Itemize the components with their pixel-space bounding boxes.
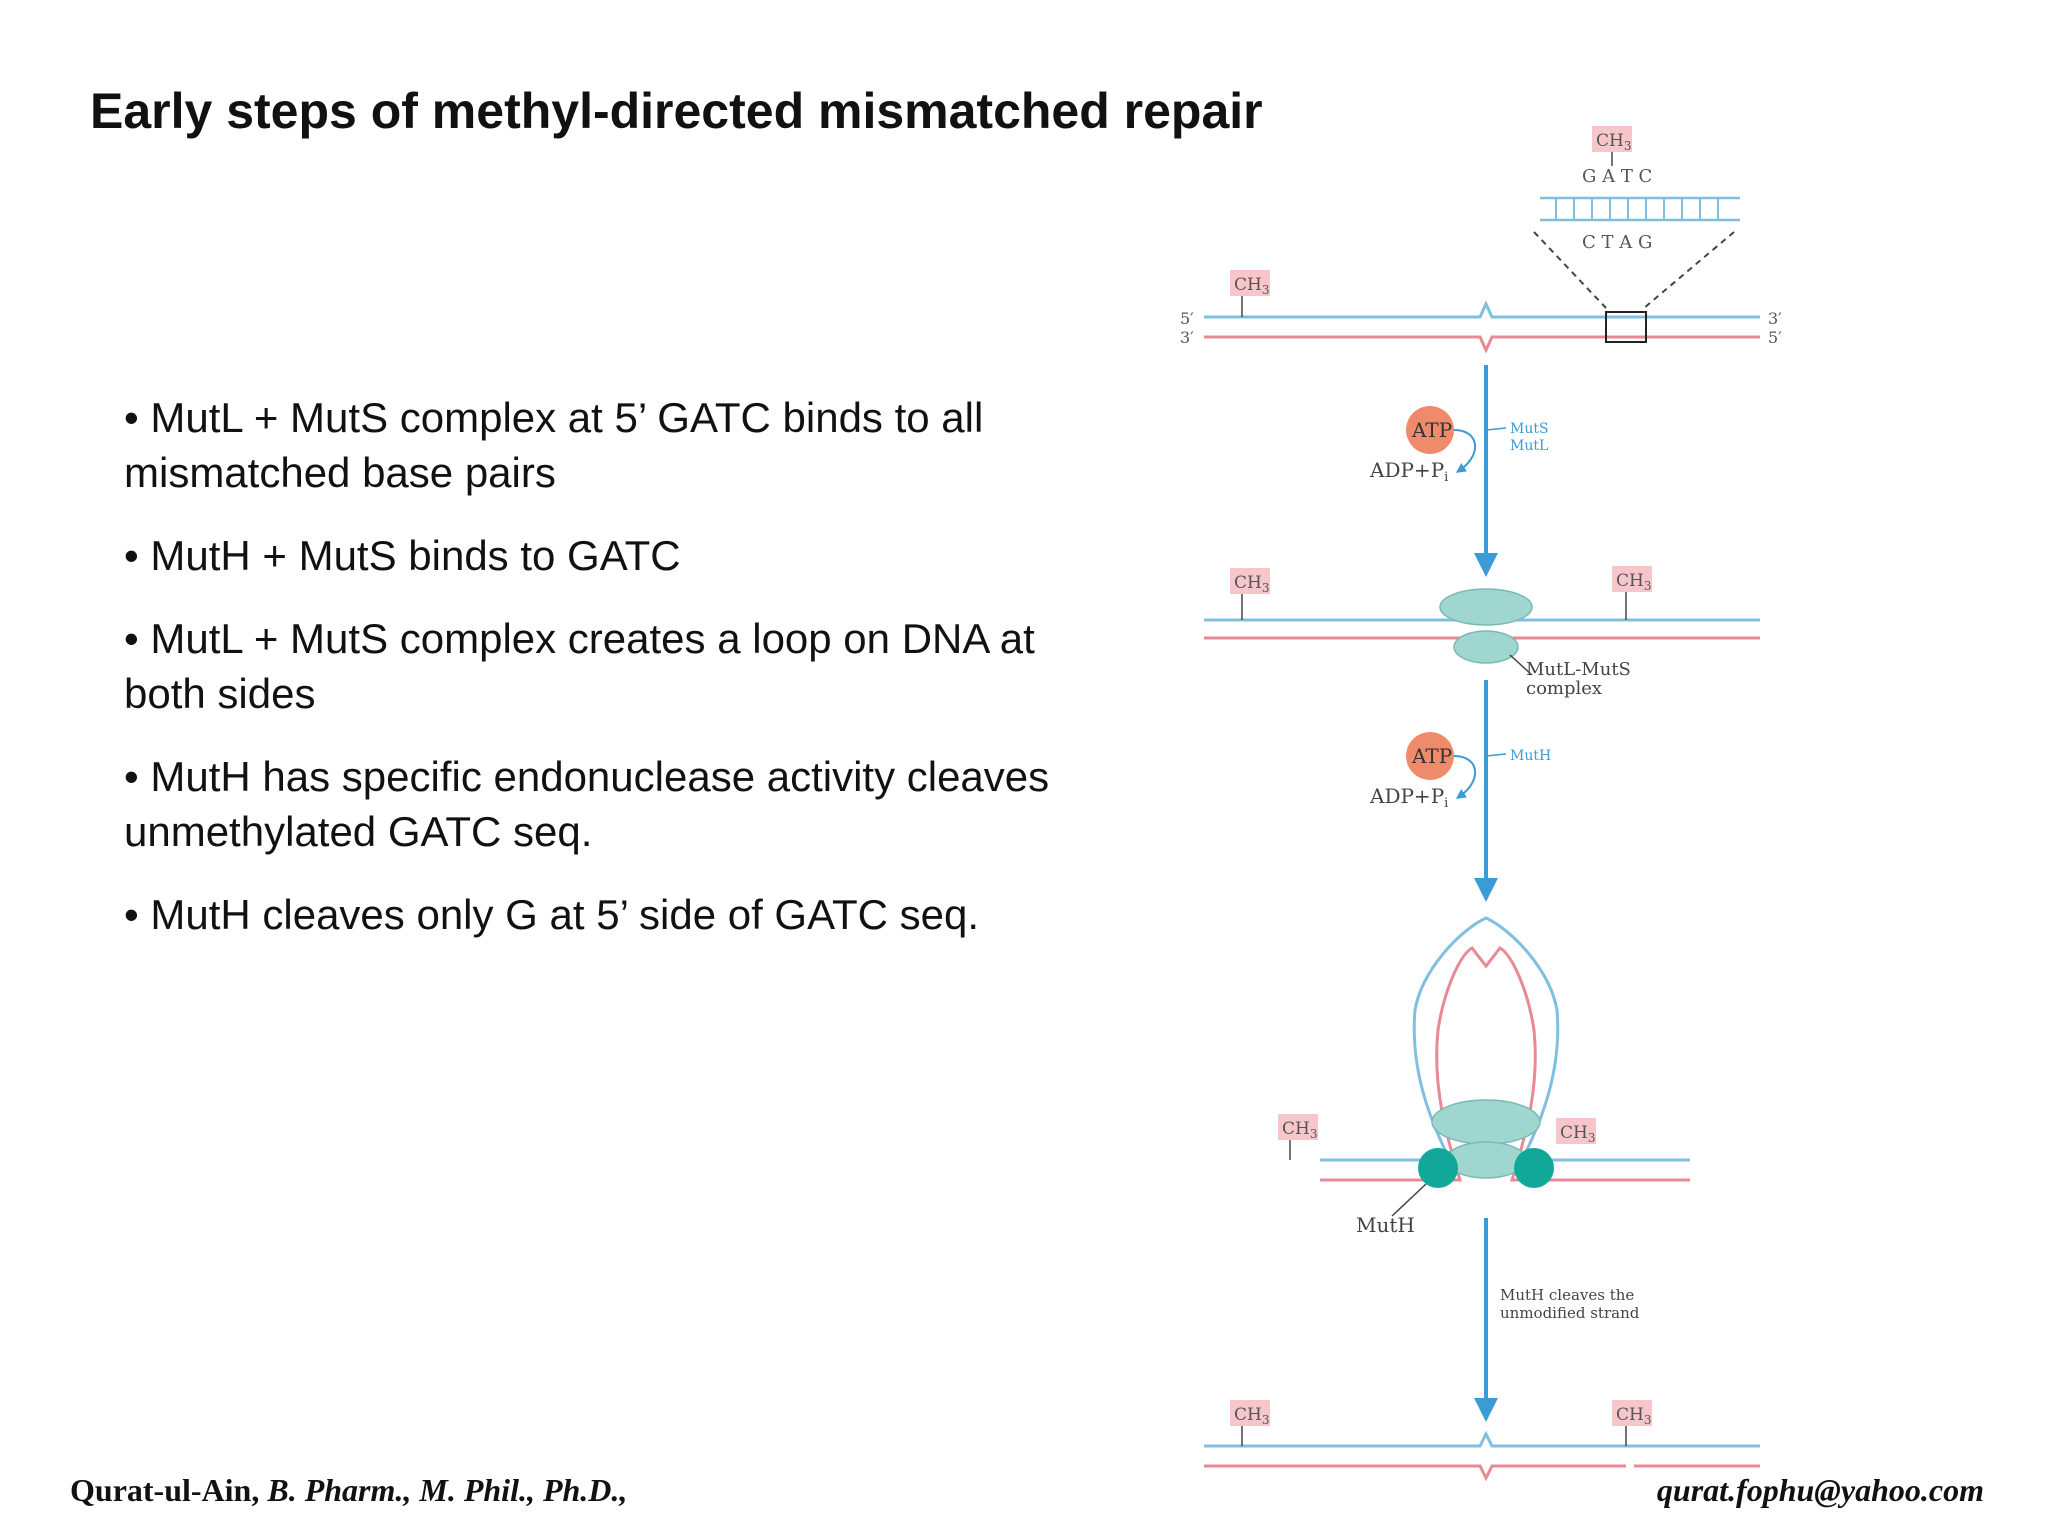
methyl-tag: CH3 bbox=[1278, 1114, 1318, 1160]
svg-text:MutS: MutS bbox=[1510, 421, 1549, 437]
methyl-tag: CH3 bbox=[1612, 566, 1652, 620]
methyl-tag: CH3 bbox=[1556, 1118, 1596, 1145]
methyl-tag: CH3 bbox=[1612, 1400, 1652, 1446]
svg-text:ADP+Pi: ADP+Pi bbox=[1369, 458, 1448, 485]
svg-text:MutL-MutS: MutL-MutS bbox=[1526, 659, 1631, 680]
methyl-tag: CH3 bbox=[1230, 270, 1270, 317]
author-name: Qurat-ul-Ain, bbox=[70, 1472, 260, 1508]
atp-icon bbox=[1406, 406, 1454, 454]
bullet-item: • MutL + MutS complex at 5’ GATC binds t… bbox=[124, 394, 984, 496]
svg-text:CH3: CH3 bbox=[1616, 571, 1651, 593]
mutl-muts-complex bbox=[1445, 1141, 1527, 1179]
methyl-tag: CH3 bbox=[1592, 126, 1632, 166]
svg-text:5′: 5′ bbox=[1768, 328, 1782, 347]
svg-text:3′: 3′ bbox=[1180, 328, 1194, 347]
svg-text:5′: 5′ bbox=[1180, 309, 1194, 328]
svg-text:CH3: CH3 bbox=[1282, 1119, 1317, 1141]
bullet-item: • MutH + MutS binds to GATC bbox=[124, 532, 681, 579]
svg-text:3′: 3′ bbox=[1768, 309, 1782, 328]
svg-text:MutH cleaves the: MutH cleaves the bbox=[1500, 1286, 1634, 1304]
svg-text:unmodified strand: unmodified strand bbox=[1500, 1304, 1640, 1322]
muth-label: MutH bbox=[1356, 1213, 1415, 1237]
bullet-item: • MutH cleaves only G at 5’ side of GATC… bbox=[124, 891, 980, 938]
mutl-muts-complex bbox=[1453, 630, 1519, 664]
svg-text:CH3: CH3 bbox=[1616, 1405, 1651, 1427]
page-title: Early steps of methyl-directed mismatche… bbox=[90, 83, 1263, 139]
bullet-item: • MutH has specific endonuclease activit… bbox=[124, 753, 1050, 855]
svg-text:CH3: CH3 bbox=[1234, 573, 1269, 595]
muth-protein bbox=[1418, 1148, 1458, 1188]
bottom-sequence-label: C T A G bbox=[1582, 232, 1652, 253]
svg-text:ATP: ATP bbox=[1411, 744, 1452, 768]
dna-duplex: 5′ 3′ 3′ 5′ bbox=[1180, 300, 1782, 354]
methyl-tag: CH3 bbox=[1230, 1400, 1270, 1446]
svg-text:CH3: CH3 bbox=[1560, 1123, 1595, 1145]
author-credit: Qurat-ul-Ain, B. Pharm., M. Phil., Ph.D.… bbox=[70, 1472, 627, 1509]
svg-text:ADP+Pi: ADP+Pi bbox=[1369, 784, 1448, 811]
svg-text:MutL: MutL bbox=[1510, 438, 1548, 454]
mutl-muts-complex bbox=[1439, 588, 1533, 626]
svg-text:CH3: CH3 bbox=[1234, 1405, 1269, 1427]
svg-text:complex: complex bbox=[1526, 678, 1602, 699]
svg-text:CH3: CH3 bbox=[1234, 275, 1269, 297]
top-sequence-label: G A T C bbox=[1582, 166, 1652, 187]
svg-text:MutH: MutH bbox=[1510, 748, 1551, 764]
atp-icon bbox=[1406, 732, 1454, 780]
author-email: qurat.fophu@yahoo.com bbox=[1656, 1472, 1984, 1508]
author-credentials: B. Pharm., M. Phil., Ph.D., bbox=[267, 1472, 628, 1508]
mutl-muts-complex bbox=[1431, 1099, 1541, 1145]
muth-protein bbox=[1514, 1148, 1554, 1188]
svg-text:ATP: ATP bbox=[1411, 418, 1452, 442]
methyl-tag: CH3 bbox=[1230, 568, 1270, 620]
dna-loop bbox=[1320, 916, 1690, 1182]
bullet-item: • MutL + MutS complex creates a loop on … bbox=[124, 615, 1035, 717]
dna-duplex bbox=[1204, 1430, 1760, 1482]
mismatch-repair-diagram: CH3 G A T C C T A G 5′ 3′ 3′ 5′ CH3 ATP … bbox=[1180, 126, 1782, 1482]
bullet-list: • MutL + MutS complex at 5’ GATC binds t… bbox=[124, 390, 1124, 970]
svg-text:CH3: CH3 bbox=[1596, 131, 1631, 153]
